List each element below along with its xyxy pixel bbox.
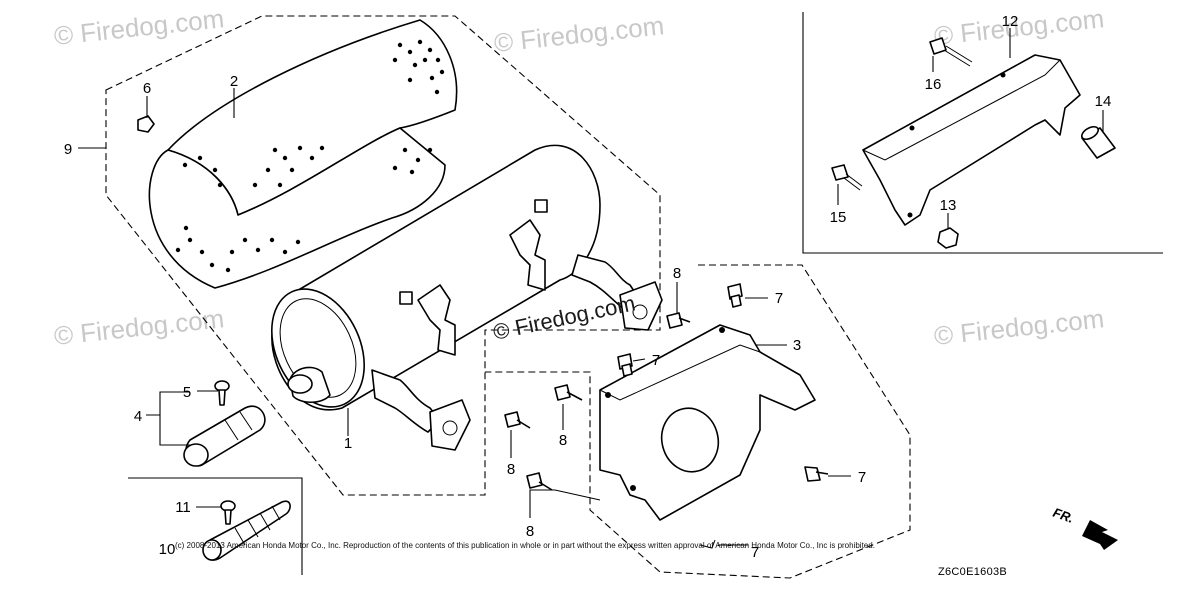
callout-7-bottom: 7: [751, 544, 759, 561]
callout-7-mid: 7: [652, 352, 660, 369]
screw-icon: [220, 500, 236, 525]
tail-pipe-icon: [183, 405, 266, 467]
spark-arrester-icon: [202, 500, 291, 561]
callout-8-left: 8: [507, 461, 515, 478]
assembly-12-box: [802, 12, 1163, 254]
leader-lines: [78, 28, 1104, 546]
callout-3: 3: [793, 337, 801, 354]
callout-8-mid: 8: [559, 432, 567, 449]
bolt-icon: [137, 115, 155, 133]
callout-2: 2: [230, 73, 238, 90]
callout-11: 11: [175, 499, 191, 516]
callout-13: 13: [940, 197, 957, 214]
nut-icon: [937, 227, 959, 249]
callout-10: 10: [159, 541, 176, 558]
callout-6: 6: [143, 80, 151, 97]
callout-14: 14: [1095, 93, 1112, 110]
callout-9: 9: [64, 141, 72, 158]
collar-icon: [1081, 125, 1116, 159]
bolt-icon: [929, 37, 973, 67]
front-arrow-icon: [1082, 520, 1118, 550]
callout-5: 5: [183, 384, 191, 401]
muffler-icon: [270, 144, 663, 451]
callout-7-right: 7: [858, 469, 866, 486]
watermark-top-right: © Firedog.com: [932, 3, 1105, 51]
assembly-9-outline: [105, 15, 661, 496]
callout-12: 12: [1002, 13, 1019, 30]
screw-icon: [214, 380, 230, 406]
callout-8-bottom: 8: [526, 523, 534, 540]
callout-4: 4: [134, 408, 142, 425]
watermark-mid-left: © Firedog.com: [52, 303, 225, 351]
callout-15: 15: [830, 209, 847, 226]
watermark-mid-right: © Firedog.com: [932, 303, 1105, 351]
front-label: FR.: [1051, 505, 1076, 526]
assembly-3-outline: [485, 264, 911, 579]
diagram-code: Z6C0E1603B: [938, 566, 1007, 578]
callout-16: 16: [925, 76, 942, 93]
heat-shield-icon: [148, 19, 458, 289]
protector-icon: [862, 54, 1081, 226]
flange-bolt-icon: [504, 283, 829, 549]
bolt-icon: [831, 164, 863, 191]
watermark-top-left: © Firedog.com: [52, 3, 225, 51]
callout-7-top: 7: [775, 290, 783, 307]
assembly-10-box: [128, 477, 303, 575]
watermark-top-center: © Firedog.com: [492, 10, 665, 58]
bracket-icon: [599, 324, 816, 521]
copyright-notice: (c) 2008-2013 American Honda Motor Co., …: [175, 541, 875, 550]
callout-8-top: 8: [673, 265, 681, 282]
callout-1: 1: [344, 435, 352, 452]
